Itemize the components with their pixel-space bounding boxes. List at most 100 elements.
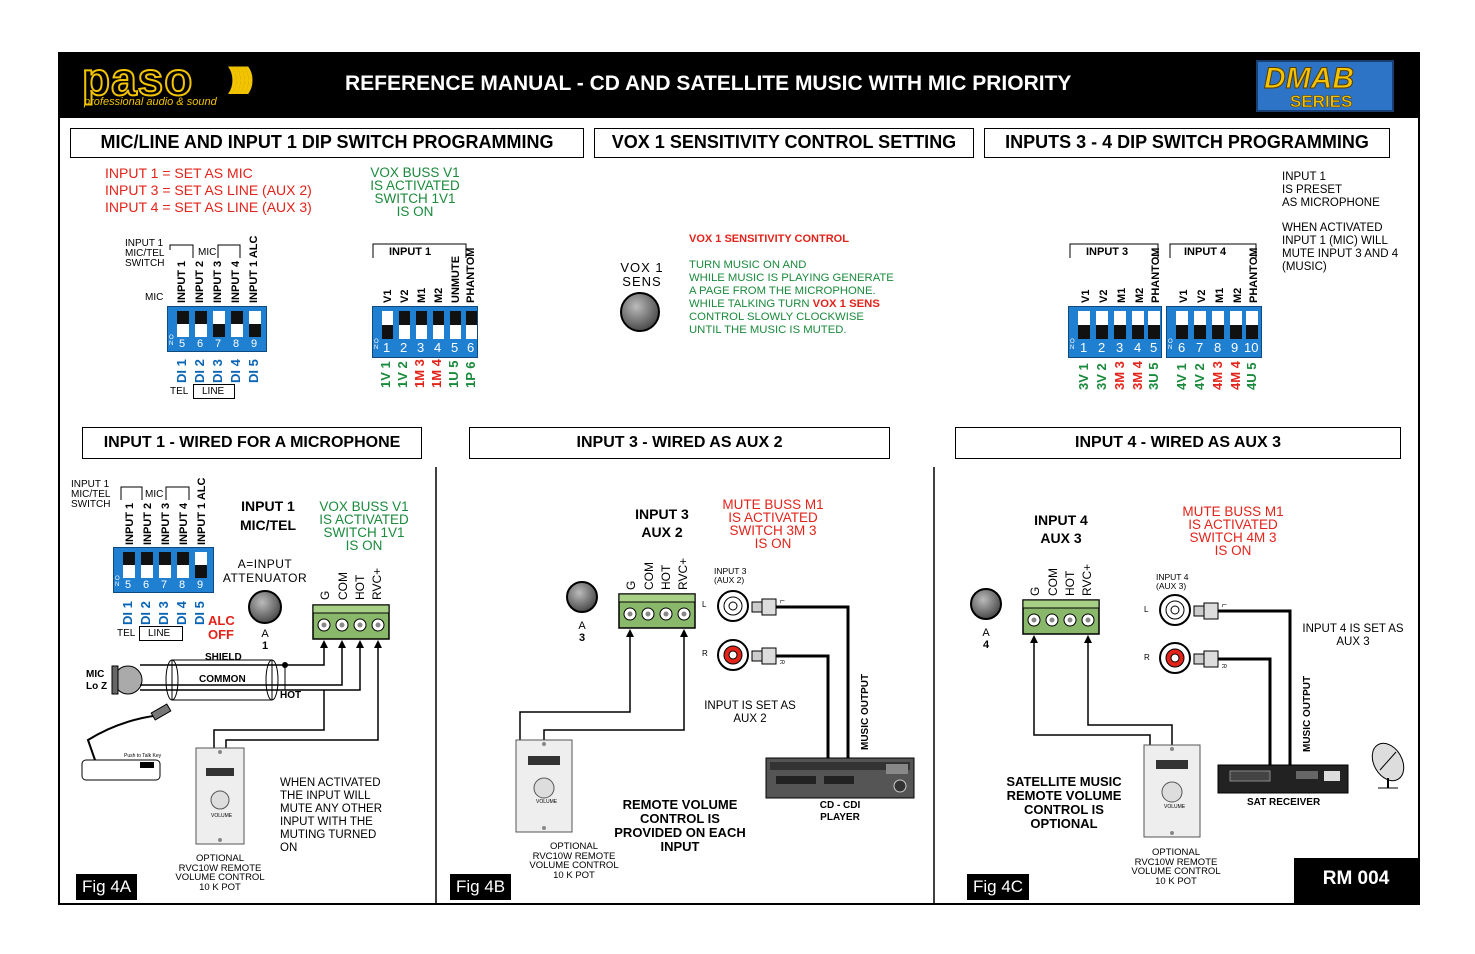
dip1-section-title: MIC/LINE AND INPUT 1 DIP SWITCH PROGRAMM… <box>70 128 584 158</box>
fig4c-label: Fig 4C <box>967 874 1030 900</box>
note-line: OPTIONAL <box>1030 816 1098 831</box>
label-line: SENS <box>622 274 662 289</box>
dip-num: 3 <box>1116 340 1124 355</box>
vox-sens-knob[interactable] <box>620 292 660 332</box>
fig4c-input-label: INPUT 4 AUX 3 <box>1026 511 1096 547</box>
label-line: CD - CDI <box>819 800 861 811</box>
logo-text: paso <box>81 52 194 106</box>
input4-dip-title: INPUT 4 <box>1184 246 1227 258</box>
note-line: INPUT <box>660 839 700 854</box>
label-line: SWITCH <box>125 258 165 269</box>
fig4b-optional-note: OPTIONAL RVC10W REMOTE VOLUME CONTROL 10… <box>519 842 629 880</box>
svg-text:R: R <box>1220 664 1226 669</box>
fig4b-knob[interactable] <box>566 581 598 613</box>
label-line: ATTENUATOR <box>222 571 308 585</box>
vox-sens-highlight: VOX 1 SENS <box>812 298 880 310</box>
svg-text:R: R <box>778 660 784 665</box>
label-line: ALC <box>208 613 235 628</box>
fig4b-remote-note: REMOTE VOLUME CONTROL IS PROVIDED ON EAC… <box>600 798 760 854</box>
note-line: IS ACTIVATED <box>728 510 818 525</box>
line-label: LINE <box>193 384 235 400</box>
fig4c-rca-label: INPUT 4 (AUX 3) <box>1156 573 1188 591</box>
fig4c-terminal-block <box>1022 599 1100 635</box>
fig4a-attenuator-knob[interactable] <box>248 590 282 624</box>
fig4c-receiver-label: SAT RECEIVER <box>1247 797 1321 808</box>
label-line: INPUT 4 <box>1034 512 1088 528</box>
fig4c-optional-note: OPTIONAL RVC10W REMOTE VOLUME CONTROL 10… <box>1121 848 1231 886</box>
note-line: THE INPUT WILL <box>280 790 371 802</box>
note-line: INPUT IS SET AS <box>704 700 796 712</box>
fig4c-rca-l: L <box>1144 605 1149 614</box>
dip-num: 6 <box>1178 340 1186 355</box>
vox-note-line: VOX BUSS V1 <box>370 165 460 180</box>
svg-text:L: L <box>778 600 784 604</box>
fig4a-knob-label: A 1 <box>258 628 272 652</box>
dip-num: 9 <box>251 338 258 350</box>
note-line: RVC10W REMOTE <box>532 850 616 862</box>
header-bar <box>58 52 1420 118</box>
fig4a-attenuator-label: A=INPUT ATTENUATOR <box>220 557 310 585</box>
vox-instructions: TURN MUSIC ON AND WHILE MUSIC IS PLAYING… <box>689 259 894 337</box>
fig4b-rca-r: R <box>702 649 708 658</box>
fig4a-line-label: LINE <box>139 626 183 642</box>
note-line: INPUT 4 IS SET AS <box>1302 623 1404 635</box>
fig4a-title: INPUT 1 - WIRED FOR A MICROPHONE <box>82 427 422 459</box>
fig4a-vox-note: VOX BUSS V1 IS ACTIVATED SWITCH 1V1 IS O… <box>310 500 418 553</box>
note-line: SWITCH 1V1 <box>323 525 405 540</box>
note-line: MUTE INPUT 3 AND 4 <box>1282 248 1399 260</box>
fig4a-mic-tel-switch-label: INPUT 1 MIC/TEL SWITCH <box>71 480 110 510</box>
note-line: CONTROL IS <box>640 811 720 826</box>
fig4b-set-note: INPUT IS SET AS AUX 2 <box>696 700 804 726</box>
fig4b-volume-label: VOLUME <box>536 799 558 805</box>
fig4a-alc-off: ALC OFF <box>208 614 235 642</box>
note-line: AUX 2 <box>733 713 767 725</box>
fig4b-rca-jack-left <box>717 590 749 622</box>
page-title: REFERENCE MANUAL - CD AND SATELLITE MUSI… <box>345 72 1072 95</box>
fig4c-mute-note: MUTE BUSS M1 IS ACTIVATED SWITCH 4M 3 IS… <box>1174 505 1292 558</box>
note-line: RVC10W REMOTE <box>178 862 262 874</box>
fig4c-set-note: INPUT 4 IS SET AS AUX 3 <box>1296 623 1410 649</box>
fig4a-label: Fig 4A <box>76 874 138 900</box>
fig4a-mic-key-label: Push to Talk Key <box>124 753 162 759</box>
satellite-dish-icon <box>1371 742 1405 789</box>
label-line: AUX 3 <box>1040 530 1082 546</box>
note-line: OPTIONAL <box>1151 847 1201 858</box>
tel-label: TEL <box>170 386 189 397</box>
note-line: SWITCH 3M 3 <box>729 523 817 538</box>
instruction-line: TURN MUSIC ON AND <box>689 259 807 271</box>
mic-tel-switch-label: INPUT 1 MIC/TEL SWITCH <box>125 239 164 269</box>
note-line: IS PRESET <box>1282 184 1343 196</box>
dip-switch-graphic <box>123 552 207 578</box>
logo-subtitle: professional audio & sound <box>84 96 217 108</box>
label-line: PLAYER <box>820 812 860 823</box>
fig4b-knob-label: A 3 <box>575 620 589 644</box>
instruction-line: WHILE TALKING TURN VOX 1 SENS <box>689 298 894 311</box>
label-line: 3 <box>578 632 586 644</box>
dip-num: 8 <box>1214 340 1222 355</box>
fig4c-knob[interactable] <box>970 588 1002 620</box>
dip-switch-graphic <box>1176 311 1258 339</box>
note-line: INPUT 1 <box>1282 171 1326 183</box>
dip1-setting-3: INPUT 4 = SET AS LINE (AUX 3) <box>105 199 312 215</box>
fig4b-rca-l: L <box>702 600 707 609</box>
dip1-setting-1: INPUT 1 = SET AS MIC <box>105 165 253 181</box>
note-line: WHEN ACTIVATED <box>280 777 381 789</box>
label-line: VOX 1 <box>620 260 664 275</box>
label-line: (AUX 2) <box>714 575 745 585</box>
fig4c-sat-note: SATELLITE MUSIC REMOTE VOLUME CONTROL IS… <box>994 775 1134 831</box>
fig4a-input-label: INPUT 1 MIC/TEL <box>236 497 300 535</box>
fig4b-label: Fig 4B <box>450 874 512 900</box>
